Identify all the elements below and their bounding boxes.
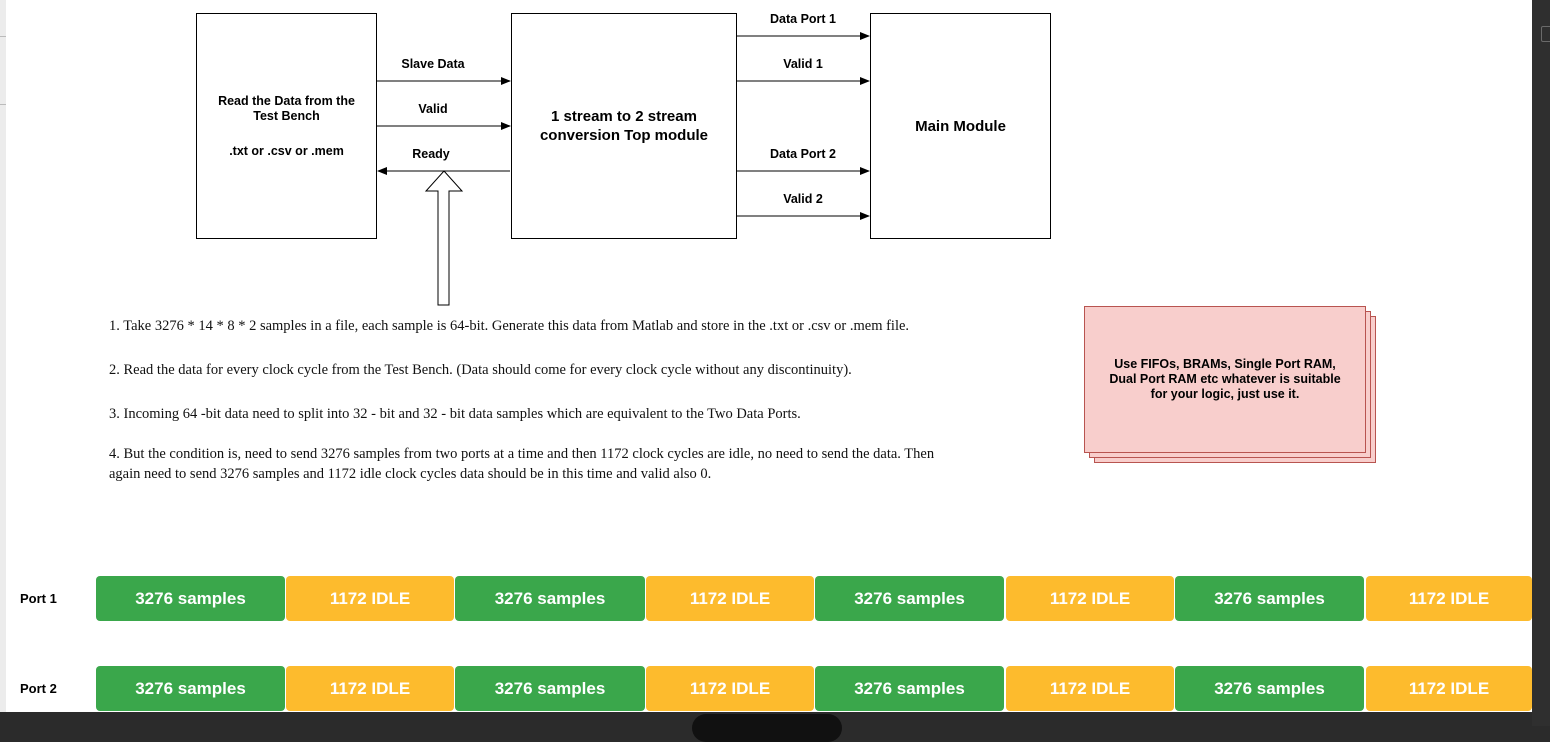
port-2-segment-samples: 3276 samples xyxy=(96,666,285,711)
port-2-segment-idle: 1172 IDLE xyxy=(1366,666,1532,711)
diagram-canvas: Read the Data from the Test Bench .txt o… xyxy=(0,0,1532,712)
port-1-segment-idle: 1172 IDLE xyxy=(1366,576,1532,621)
port-2-segment-idle: 1172 IDLE xyxy=(646,666,814,711)
port-2-segment-idle: 1172 IDLE xyxy=(1006,666,1174,711)
left-edge-divider xyxy=(0,104,6,105)
port-2-segment-samples: 3276 samples xyxy=(1175,666,1364,711)
conversion-label-line1: 1 stream to 2 stream xyxy=(551,108,697,125)
connector-arrows xyxy=(377,32,870,306)
requirement-3: 3. Incoming 64 -bit data need to split i… xyxy=(109,406,801,422)
ready-pointer-arrow xyxy=(424,170,464,306)
main-module-label: Main Module xyxy=(915,117,1006,135)
bottom-toolbar-pill[interactable] xyxy=(692,714,842,742)
requirement-4-continued: again need to send 3276 samples and 1172… xyxy=(109,466,712,482)
port-1-segment-samples: 3276 samples xyxy=(815,576,1004,621)
main-module-block: Main Module xyxy=(870,13,1051,239)
port-1-segment-idle: 1172 IDLE xyxy=(646,576,814,621)
conversion-top-module-block: 1 stream to 2 stream conversion Top modu… xyxy=(511,13,737,239)
valid-1-label: Valid 1 xyxy=(783,57,823,71)
valid-label: Valid xyxy=(418,102,448,116)
design-note: Use FIFOs, BRAMs, Single Port RAM, Dual … xyxy=(1084,306,1366,453)
testbench-label-line2: Test Bench xyxy=(253,108,320,123)
note-line3: for your logic, just use it. xyxy=(1150,387,1300,401)
note-line1: Use FIFOs, BRAMs, Single Port RAM, xyxy=(1114,357,1336,371)
left-edge-strip xyxy=(0,0,6,712)
requirement-2: 2. Read the data for every clock cycle f… xyxy=(109,362,852,378)
right-side-panel xyxy=(1532,0,1550,726)
requirement-1: 1. Take 3276 * 14 * 8 * 2 samples in a f… xyxy=(109,318,910,334)
port-2-segment-samples: 3276 samples xyxy=(455,666,645,711)
port-1-segment-samples: 3276 samples xyxy=(455,576,645,621)
testbench-label-line3: .txt or .csv or .mem xyxy=(229,143,344,158)
conversion-label-line2: conversion Top module xyxy=(539,127,709,144)
port-1-segment-samples: 3276 samples xyxy=(96,576,285,621)
port-1-label: Port 1 xyxy=(20,591,57,606)
port-1-segment-samples: 3276 samples xyxy=(1175,576,1364,621)
panel-toggle-icon[interactable] xyxy=(1541,26,1550,42)
requirement-4: 4. But the condition is, need to send 32… xyxy=(109,446,935,462)
slave-data-label: Slave Data xyxy=(401,57,465,71)
port-2-segment-idle: 1172 IDLE xyxy=(286,666,454,711)
port-1-segment-idle: 1172 IDLE xyxy=(1006,576,1174,621)
ready-label: Ready xyxy=(412,147,450,161)
left-edge-divider xyxy=(0,36,6,37)
port-2-label: Port 2 xyxy=(20,681,57,696)
note-line2: Dual Port RAM etc whatever is suitable xyxy=(1109,372,1341,386)
testbench-label-line1: Read the Data from the xyxy=(218,93,355,108)
testbench-block: Read the Data from the Test Bench .txt o… xyxy=(196,13,377,239)
port-2-segment-samples: 3276 samples xyxy=(815,666,1004,711)
data-port-2-label: Data Port 2 xyxy=(770,147,836,161)
valid-2-label: Valid 2 xyxy=(783,192,823,206)
port-1-segment-idle: 1172 IDLE xyxy=(286,576,454,621)
data-port-1-label: Data Port 1 xyxy=(770,12,836,26)
